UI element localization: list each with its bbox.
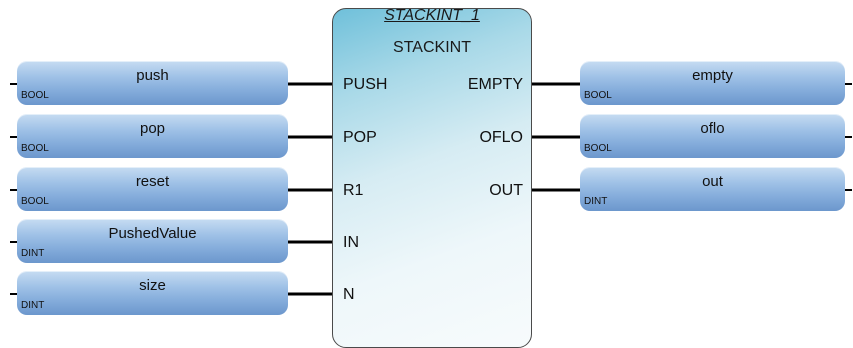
- variable-name: oflo: [700, 120, 725, 137]
- variable-pushedvalue[interactable]: PushedValue DINT: [17, 219, 288, 263]
- variable-name: out: [702, 173, 723, 190]
- block-type-name: STACKINT: [393, 39, 471, 56]
- variable-empty[interactable]: empty BOOL: [580, 61, 845, 105]
- variable-push[interactable]: push BOOL: [17, 61, 288, 105]
- variable-type: BOOL: [584, 90, 612, 101]
- variable-size[interactable]: size DINT: [17, 271, 288, 315]
- variable-type: BOOL: [584, 143, 612, 154]
- variable-type: DINT: [21, 300, 45, 311]
- pin-r1[interactable]: R1: [343, 182, 364, 199]
- pin-in[interactable]: IN: [343, 234, 359, 251]
- pin-oflo[interactable]: OFLO: [479, 129, 523, 146]
- variable-type: BOOL: [21, 196, 49, 207]
- variable-type: BOOL: [21, 143, 49, 154]
- variable-type: DINT: [584, 196, 608, 207]
- variable-name: reset: [135, 173, 170, 190]
- variable-pop[interactable]: pop BOOL: [17, 114, 288, 158]
- variable-name: size: [139, 277, 166, 294]
- variable-reset[interactable]: reset BOOL: [17, 167, 288, 211]
- variable-name: empty: [692, 67, 733, 84]
- pin-push[interactable]: PUSH: [343, 76, 388, 93]
- wires-layer: [10, 82, 852, 296]
- variable-oflo[interactable]: oflo BOOL: [580, 114, 845, 158]
- fbd-canvas: STACKINT_1 STACKINT PUSH POP R1 IN N EMP…: [10, 7, 852, 348]
- variable-type: BOOL: [21, 90, 49, 101]
- pin-out[interactable]: OUT: [489, 182, 523, 199]
- pin-empty[interactable]: EMPTY: [467, 76, 523, 93]
- pin-n[interactable]: N: [343, 286, 355, 303]
- variable-type: DINT: [21, 248, 45, 259]
- variable-name: PushedValue: [108, 225, 197, 242]
- variable-name: pop: [139, 120, 166, 137]
- pin-pop[interactable]: POP: [343, 129, 377, 146]
- block-instance-name: STACKINT_1: [384, 7, 480, 24]
- function-block[interactable]: [332, 8, 532, 348]
- variable-out[interactable]: out DINT: [580, 167, 845, 211]
- variable-name: push: [136, 67, 169, 84]
